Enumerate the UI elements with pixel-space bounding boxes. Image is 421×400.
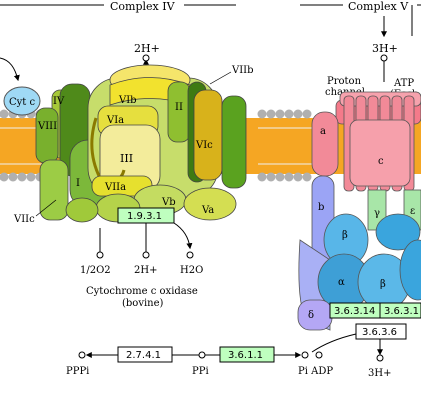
proton-channel-label-1: Proton	[327, 76, 362, 87]
label-subunit-vb: Vb	[161, 197, 176, 208]
ec-3-6-3-14-box-b[interactable]	[379, 302, 421, 319]
cyt-c-arrow	[0, 57, 20, 82]
label-subunit-iii: III	[120, 152, 133, 165]
label-subunit-iv: IV	[53, 96, 65, 107]
ec-3-6-3-6-box[interactable]	[355, 323, 407, 340]
complex-v-title: Complex V	[348, 0, 409, 13]
label-subunit-ii: II	[175, 102, 183, 113]
label-subunit-viic: VIIc	[13, 214, 35, 225]
o2-node	[96, 251, 104, 259]
ec-3-6-3-14-b: 3.6.3.1	[384, 306, 419, 317]
ec-3-6-3-14-a: 3.6.3.14	[334, 306, 375, 317]
complex-v	[297, 91, 421, 331]
subunit-delta-shape	[297, 299, 333, 331]
adp-connector	[311, 333, 357, 353]
viib-leader	[209, 71, 232, 85]
h-plus-complex-iv: 2H+	[134, 42, 160, 55]
ec-1-9-3-1: 1.9.3.1	[127, 211, 162, 222]
viic-leader	[35, 199, 57, 217]
subunit-vic-shape	[193, 89, 223, 181]
subunit-va-shape	[183, 187, 237, 221]
label-subunit-va: Va	[201, 205, 214, 216]
cyt-c-label: Cyt c	[9, 97, 35, 108]
label-subunit-viib: VIIb	[231, 65, 254, 76]
label-subunit-via: VIa	[106, 115, 124, 126]
h-out-node	[142, 251, 150, 259]
h2o-label: H2O	[180, 265, 203, 276]
enzyme-name-line2: (bovine)	[122, 298, 164, 309]
ec-2-7-4-1: 2.7.4.1	[126, 350, 161, 361]
label-sub-epsilon: ε	[410, 206, 415, 217]
atp-synthase-label-1: ATP	[393, 78, 414, 89]
cyt-c-protein	[3, 86, 41, 116]
ppi-label: PPi	[192, 366, 209, 377]
label-sub-c: c	[378, 156, 384, 167]
complex-iv	[35, 64, 247, 223]
label-sub-a: a	[320, 126, 326, 137]
h-out-v-label: 3H+	[368, 368, 391, 379]
adp-node	[315, 351, 323, 359]
label-subunit-viii: VIII	[37, 121, 57, 132]
h2o-node	[186, 251, 194, 259]
pi-adp-label: Pi ADP	[298, 366, 333, 377]
label-subunit-viia: VIIa	[104, 182, 126, 193]
h-plus-complex-v: 3H+	[372, 42, 398, 55]
label-subunit-vic: VIc	[195, 140, 213, 151]
pppi-node	[78, 351, 86, 359]
h-plus-v-node	[380, 54, 388, 62]
h-out-label: 2H+	[134, 265, 157, 276]
subunit-a-shape	[311, 111, 339, 177]
ec-3-6-3-6: 3.6.3.6	[362, 327, 397, 338]
h-out-v-node	[376, 354, 384, 362]
label-subunit-vib: VIb	[118, 95, 137, 106]
label-sub-beta1: β	[342, 230, 348, 241]
label-subunit-i: I	[76, 178, 80, 189]
label-sub-alpha: α	[338, 277, 345, 288]
label-sub-delta: δ	[308, 310, 314, 321]
h-plus-iv-node	[142, 54, 150, 62]
enzyme-name-line1: Cytochrome c oxidase	[86, 286, 198, 297]
pppi-label: PPPi	[66, 366, 89, 377]
complex-iv-title: Complex IV	[110, 0, 176, 13]
o2-label: 1/2O2	[80, 265, 111, 276]
ec-3-6-1-1: 3.6.1.1	[228, 350, 263, 361]
subunit-viii-shape	[35, 107, 59, 164]
label-sub-b: b	[318, 202, 324, 213]
label-sub-gamma: γ	[374, 208, 380, 219]
h2o-arrow	[173, 222, 193, 250]
ppi-node	[198, 351, 206, 359]
label-sub-beta2: β	[380, 279, 386, 290]
pi-node	[301, 351, 309, 359]
subunit-c-shape	[349, 119, 411, 187]
